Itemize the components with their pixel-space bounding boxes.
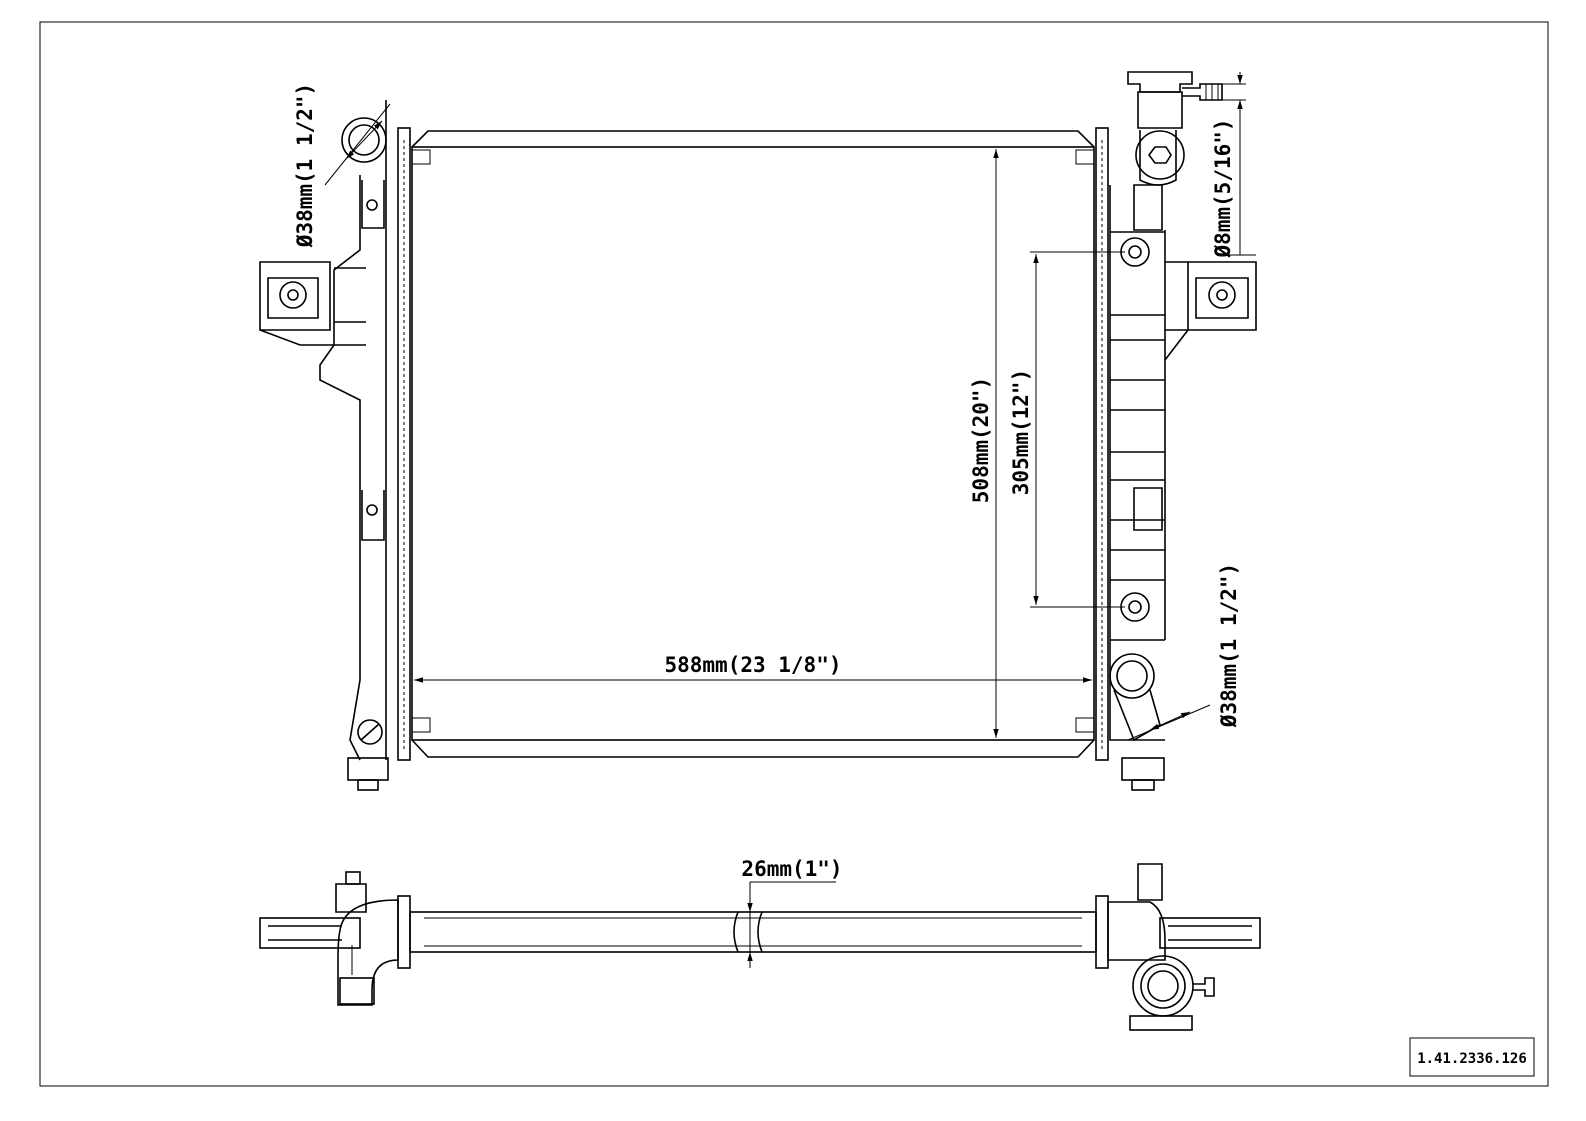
radiator-cap [1127,71,1193,93]
mount-spacing-label: 305mm(12") [1009,369,1033,495]
side-inlet-elbow [337,899,399,1006]
title-block: 1.41.2336.126 [1409,1037,1535,1077]
core-thickness-label: 26mm(1") [741,857,842,881]
drawing-border [39,21,1549,1087]
radiator-core [411,146,1095,741]
inlet-pipe-left [341,117,387,163]
dimension-inlet-diameter: Ø38mm(1 1/2") [293,83,391,248]
bottom-plate [411,739,1095,758]
side-outlet-pipe [1132,955,1194,1017]
front-view: 588mm(23 1/8") 508mm(20") 305mm(12") Ø38… [259,71,1257,791]
core-width-label: 588mm(23 1/8") [664,653,841,677]
outlet-pipe-right [1109,653,1155,699]
dimension-core-width: 588mm(23 1/8") [414,653,1092,683]
dimension-core-height: 508mm(20") [969,149,999,738]
dimension-fitting-diameter: Ø8mm(5/16") [1211,72,1256,259]
outlet-diameter-label: Ø38mm(1 1/2") [1217,563,1241,728]
fitting-diameter-label: Ø8mm(5/16") [1211,118,1235,258]
part-number: 1.41.2336.126 [1417,1051,1527,1067]
filler-neck [1139,130,1177,186]
dimension-core-thickness: 26mm(1") [741,857,843,968]
inlet-diameter-label: Ø38mm(1 1/2") [293,83,317,248]
overflow-fitting [1182,83,1223,101]
left-tank [259,100,411,791]
left-seals [411,149,431,733]
dimension-mount-spacing: 305mm(12") [1009,251,1125,608]
mount-boss-lower [1120,592,1150,622]
side-view: 26mm(1") [259,857,1261,1031]
dimension-outlet-diameter: Ø38mm(1 1/2") [1127,563,1241,741]
right-tank [1095,71,1257,791]
core-height-label: 508mm(20") [969,377,993,503]
right-seals [1075,149,1095,733]
top-plate [411,130,1095,148]
mount-boss-upper [1120,237,1150,267]
